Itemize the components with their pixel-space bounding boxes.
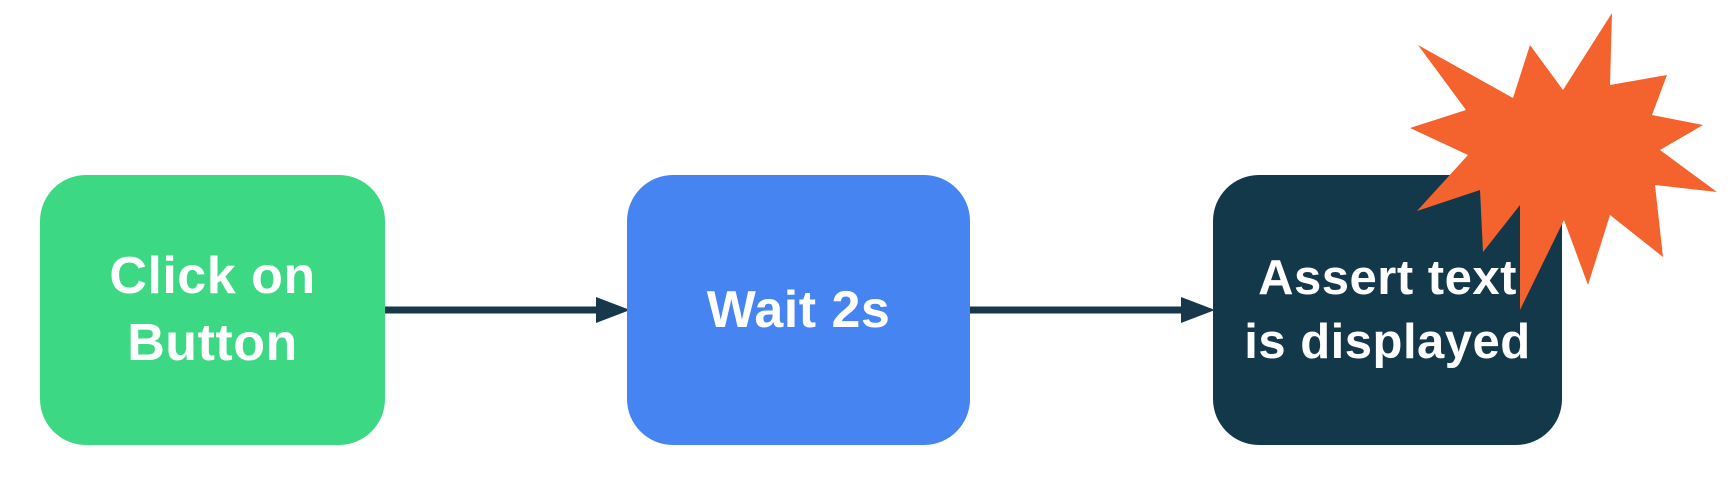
node-label-line: Button [127, 314, 298, 372]
node-label-line: is displayed [1244, 315, 1531, 369]
node-label-line: Click on [109, 247, 316, 305]
arrow-wait-to-assert [970, 297, 1215, 323]
arrow-head-icon [596, 297, 630, 323]
node-click-on-button: Click on Button [40, 175, 385, 445]
node-label-line: Wait 2s [706, 280, 891, 339]
node-wait-2s: Wait 2s [627, 175, 970, 445]
arrow-head-icon [1181, 297, 1215, 323]
node-label-line: Assert text [1258, 251, 1517, 305]
arrow-click-to-wait [385, 297, 630, 323]
node-assert-text-is-displayed: Assert text is displayed [1213, 175, 1562, 445]
